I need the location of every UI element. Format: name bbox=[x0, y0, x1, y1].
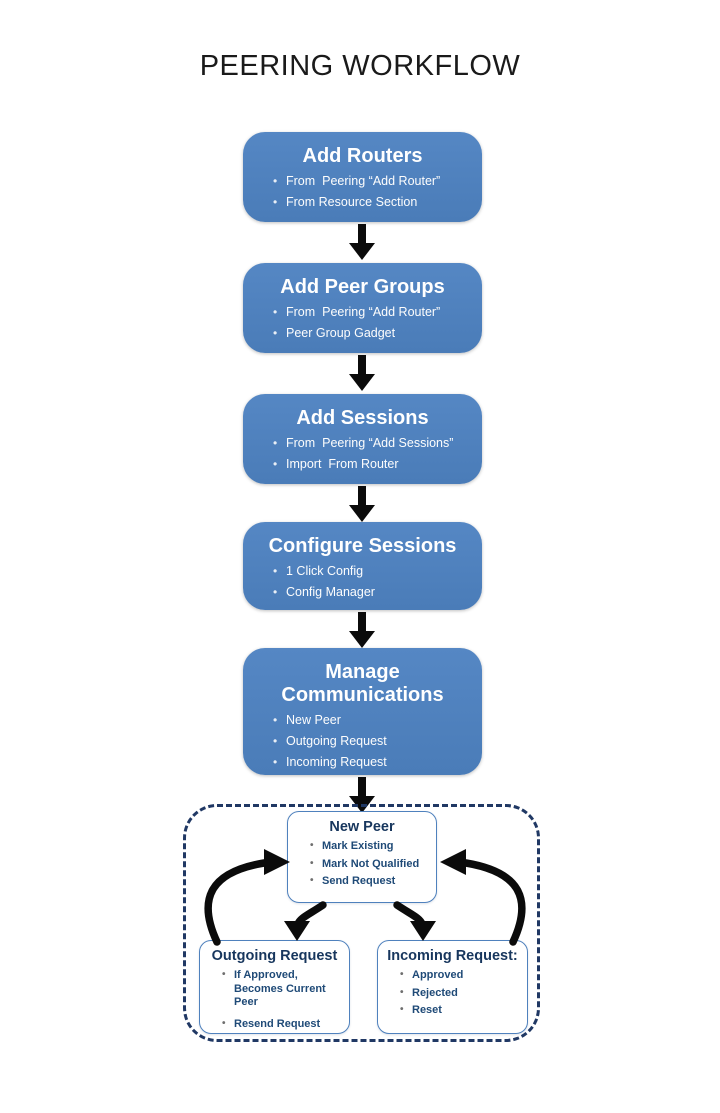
bullet-item: From Peering “Add Router” bbox=[273, 174, 472, 189]
bullet-item: Mark Not Qualified bbox=[310, 858, 430, 872]
detail-bullet-list: Mark Existing Mark Not Qualified Send Re… bbox=[288, 840, 436, 889]
bullet-item: If Approved, Becomes Current Peer bbox=[222, 969, 343, 1010]
bullet-item: From Resource Section bbox=[273, 195, 472, 210]
bullet-item: Resend Request bbox=[222, 1018, 343, 1032]
page-title: PEERING WORKFLOW bbox=[199, 50, 521, 82]
flow-box-add-peer-groups: Add Peer Groups From Peering “Add Router… bbox=[243, 263, 482, 353]
detail-group-border bbox=[183, 804, 540, 1042]
bullet-item: From Peering “Add Sessions” bbox=[273, 436, 472, 451]
flow-box-title: Manage Communications bbox=[281, 661, 444, 706]
flow-box-bullet-list: From Peering “Add Sessions” Import From … bbox=[243, 436, 482, 472]
detail-box-new-peer: New Peer Mark Existing Mark Not Qualifie… bbox=[287, 811, 437, 903]
bullet-item: Send Request bbox=[310, 875, 430, 889]
flow-box-bullet-list: From Peering “Add Router” Peer Group Gad… bbox=[243, 305, 482, 341]
bullet-item: Peer Group Gadget bbox=[273, 326, 472, 341]
flow-box-title: Add Peer Groups bbox=[280, 276, 445, 298]
detail-bullet-list: If Approved, Becomes Current Peer Resend… bbox=[200, 969, 349, 1032]
detail-box-title: Incoming Request: bbox=[387, 948, 518, 964]
down-arrow-icon bbox=[349, 224, 375, 260]
flow-box-bullet-list: From Peering “Add Router” From Resource … bbox=[243, 174, 482, 210]
bullet-item: Import From Router bbox=[273, 457, 472, 472]
bullet-item: 1 Click Config bbox=[273, 564, 472, 579]
down-arrow-icon bbox=[349, 612, 375, 648]
down-arrow-icon bbox=[349, 355, 375, 391]
down-arrow-icon bbox=[349, 486, 375, 522]
flow-box-title: Configure Sessions bbox=[268, 535, 457, 557]
bullet-item: From Peering “Add Router” bbox=[273, 305, 472, 320]
flow-box-bullet-list: New Peer Outgoing Request Incoming Reque… bbox=[243, 713, 482, 770]
flow-box-title: Add Sessions bbox=[296, 407, 429, 429]
flow-box-add-sessions: Add Sessions From Peering “Add Sessions”… bbox=[243, 394, 482, 484]
bullet-item: Config Manager bbox=[273, 585, 472, 600]
detail-box-title: Outgoing Request bbox=[211, 948, 338, 964]
bullet-item: Outgoing Request bbox=[273, 734, 472, 749]
flow-box-configure-sessions: Configure Sessions 1 Click Config Config… bbox=[243, 522, 482, 610]
bullet-item: Incoming Request bbox=[273, 755, 472, 770]
flow-box-manage-communications: Manage Communications New Peer Outgoing … bbox=[243, 648, 482, 775]
bullet-item: Mark Existing bbox=[310, 840, 430, 854]
flow-box-title: Add Routers bbox=[302, 145, 423, 167]
flow-box-add-routers: Add Routers From Peering “Add Router” Fr… bbox=[243, 132, 482, 222]
bullet-item: Approved bbox=[400, 969, 521, 983]
detail-box-title: New Peer bbox=[329, 819, 395, 835]
detail-box-outgoing-request: Outgoing Request If Approved, Becomes Cu… bbox=[199, 940, 350, 1034]
bullet-item: New Peer bbox=[273, 713, 472, 728]
bullet-item: Rejected bbox=[400, 987, 521, 1001]
bullet-item: Reset bbox=[400, 1004, 521, 1018]
detail-box-incoming-request: Incoming Request: Approved Rejected Rese… bbox=[377, 940, 528, 1034]
detail-bullet-list: Approved Rejected Reset bbox=[378, 969, 527, 1018]
flow-box-bullet-list: 1 Click Config Config Manager bbox=[243, 564, 482, 600]
